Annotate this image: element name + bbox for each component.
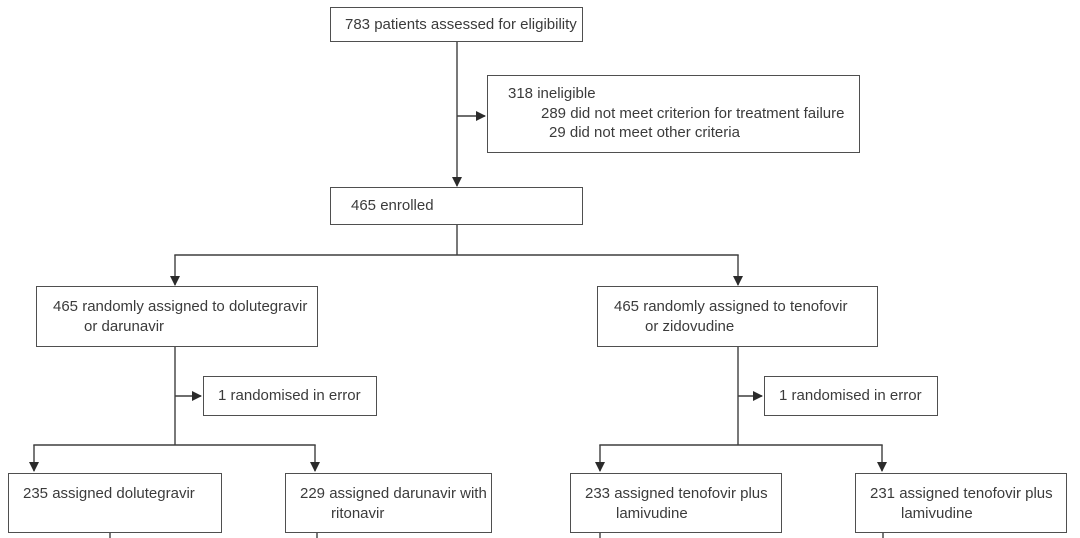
- box-assigned-tenofovir-lamivudine-1: 233 assigned tenofovir plus lamivudine: [570, 473, 782, 533]
- box-randomised-tenofovir: 465 randomly assigned to tenofovir or zi…: [597, 286, 878, 347]
- box-text-line: 235 assigned dolutegravir: [23, 485, 195, 502]
- box-text-line: or darunavir: [84, 317, 165, 335]
- box-text-line: 231 assigned tenofovir plus: [870, 485, 1053, 502]
- box-text-line: lamivudine: [616, 504, 688, 522]
- box-text-line: lamivudine: [901, 504, 973, 522]
- box-text-line: ritonavir: [331, 504, 385, 522]
- box-text-line: 318 ineligible: [508, 85, 596, 102]
- box-assigned-dolutegravir: 235 assigned dolutegravir: [8, 473, 222, 533]
- box-text-line: or zidovudine: [645, 317, 735, 335]
- box-randomised-dolutegravir: 465 randomly assigned to dolutegravir or…: [36, 286, 318, 347]
- box-text-line: 289 did not meet criterion for treatment…: [541, 104, 845, 122]
- box-text-line: 29 did not meet other criteria: [549, 124, 740, 141]
- box-text-line: 1 randomised in error: [218, 387, 361, 405]
- box-randomised-error-right: 1 randomised in error: [764, 376, 938, 416]
- box-text-line: 233 assigned tenofovir plus: [585, 485, 768, 502]
- box-assigned-tenofovir-lamivudine-2: 231 assigned tenofovir plus lamivudine: [855, 473, 1067, 533]
- box-text-line: 783 patients assessed for eligibility: [345, 15, 577, 33]
- box-text-line: 465 randomly assigned to tenofovir: [614, 298, 848, 315]
- box-text-line: 465 randomly assigned to dolutegravir: [53, 298, 308, 315]
- box-text-line: 1 randomised in error: [779, 387, 922, 405]
- box-randomised-error-left: 1 randomised in error: [203, 376, 377, 416]
- box-text-line: 465 enrolled: [351, 197, 434, 215]
- box-ineligible: 318 ineligible 289 did not meet criterio…: [487, 75, 860, 153]
- box-eligibility: 783 patients assessed for eligibility: [330, 7, 583, 42]
- box-text-line: 229 assigned darunavir with: [300, 485, 487, 502]
- box-assigned-darunavir: 229 assigned darunavir with ritonavir: [285, 473, 492, 533]
- box-enrolled: 465 enrolled: [330, 187, 583, 225]
